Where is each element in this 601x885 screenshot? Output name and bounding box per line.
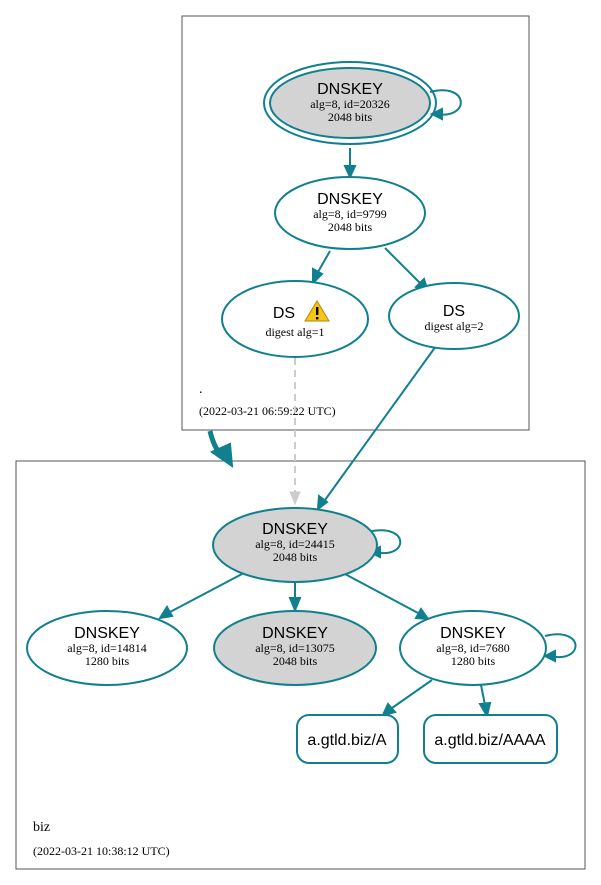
node-biz-dnskey-7680-line2: 1280 bits (451, 654, 496, 668)
zone-biz-timestamp: (2022-03-21 10:38:12 UTC) (33, 844, 170, 858)
node-root-ksk-title: DNSKEY (317, 81, 383, 98)
edge-7680-self (544, 633, 577, 659)
zone-biz-name: biz (33, 820, 50, 835)
node-rr-a: a.gtld.biz/A (296, 714, 399, 764)
edge-root-ksk-self-arrow (429, 107, 443, 121)
edge-biz-ksk-to-14814-arrow (157, 605, 174, 620)
edge-root-ksk-to-zsk-arrow (343, 165, 357, 180)
node-rr-aaaa-label: a.gtld.biz/AAAA (434, 732, 546, 749)
node-biz-ksk: DNSKEY alg=8, id=24415 2048 bits (212, 507, 378, 583)
edge-root-ksk-self (429, 89, 462, 116)
node-biz-dnskey-13075: DNSKEY alg=8, id=13075 2048 bits (213, 610, 377, 686)
edge-zsk-to-ds1-arrow (312, 267, 324, 286)
node-biz-dnskey-14814: DNSKEY alg=8, id=14814 1280 bits (26, 610, 188, 686)
delegation-arrowhead (209, 442, 234, 469)
node-root-ksk-line2: 2048 bits (328, 110, 373, 124)
node-ds2-line1: digest alg=2 (424, 319, 483, 333)
node-root-ksk: DNSKEY alg=8, id=20326 2048 bits (263, 61, 437, 145)
edge-ds2-to-biz-ksk (324, 345, 437, 501)
edge-7680-to-rr-aaaa (480, 684, 486, 706)
node-biz-ksk-line2: 2048 bits (273, 550, 318, 564)
edge-7680-self-arrow (542, 649, 556, 663)
node-root-zsk-line2: 2048 bits (328, 220, 373, 234)
node-ds1-line1: digest alg=1 (265, 325, 324, 339)
node-root-zsk-title: DNSKEY (317, 191, 383, 208)
node-biz-dnskey-7680-line1: alg=8, id=7680 (436, 641, 510, 655)
node-ds2-title: DS (443, 303, 465, 320)
edge-7680-to-rr-a-arrow (381, 702, 397, 717)
node-root-zsk: DNSKEY alg=8, id=9799 2048 bits (274, 176, 426, 250)
edge-biz-ksk-self (367, 529, 402, 555)
node-root-zsk-line1: alg=8, id=9799 (313, 207, 387, 221)
node-ds1: DS digest alg=1 (221, 280, 369, 358)
edge-ds1-to-biz-ksk-arrow (289, 491, 301, 506)
node-biz-dnskey-13075-line1: alg=8, id=13075 (255, 641, 335, 655)
node-rr-a-label: a.gtld.biz/A (307, 732, 386, 749)
node-biz-ksk-line1: alg=8, id=24415 (255, 537, 335, 551)
edge-biz-ksk-to-7680 (344, 573, 419, 614)
edge-biz-ksk-to-14814 (169, 573, 243, 613)
node-biz-dnskey-7680: DNSKEY alg=8, id=7680 1280 bits (399, 610, 547, 686)
zone-root-name: . (199, 382, 203, 397)
edge-7680-to-rr-aaaa-arrow (478, 701, 492, 719)
node-biz-dnskey-7680-title: DNSKEY (440, 625, 506, 642)
edge-zsk-to-ds2 (384, 247, 421, 284)
node-ds1-title: DS (273, 305, 295, 322)
node-biz-ksk-title: DNSKEY (262, 521, 328, 538)
edge-ds2-to-biz-ksk-arrow (316, 494, 329, 512)
node-biz-dnskey-14814-line2: 1280 bits (85, 654, 130, 668)
node-biz-dnskey-13075-title: DNSKEY (262, 625, 328, 642)
node-rr-aaaa: a.gtld.biz/AAAA (423, 714, 558, 764)
node-root-ksk-line1: alg=8, id=20326 (310, 97, 390, 111)
node-biz-dnskey-14814-line1: alg=8, id=14814 (67, 641, 147, 655)
node-ds2: DS digest alg=2 (388, 282, 520, 350)
node-biz-dnskey-14814-title: DNSKEY (74, 625, 140, 642)
zone-root-timestamp: (2022-03-21 06:59:22 UTC) (199, 404, 336, 418)
edge-7680-to-rr-a (391, 679, 433, 709)
edge-biz-ksk-to-13075-arrow (288, 597, 302, 613)
edge-zsk-to-ds1 (317, 250, 331, 273)
warning-icon (304, 300, 330, 322)
edge-biz-ksk-to-7680-arrow (414, 607, 431, 621)
node-biz-dnskey-13075-line2: 2048 bits (273, 654, 318, 668)
